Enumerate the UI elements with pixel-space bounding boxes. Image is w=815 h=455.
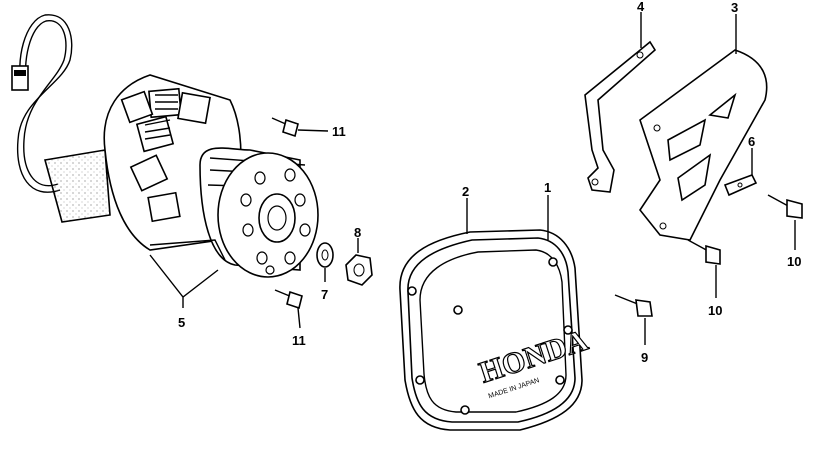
wire-harness [16, 14, 73, 193]
bolt-10-right [767, 194, 803, 250]
bolt-10-lower [687, 239, 721, 298]
callout-7: 7 [321, 287, 328, 302]
callout-8: 8 [354, 225, 361, 240]
callout-11-bottom: 11 [292, 333, 306, 348]
plate-6 [723, 148, 758, 197]
callout-10-right: 10 [787, 254, 801, 269]
washer-7 [316, 242, 334, 282]
wire-grommet [43, 149, 111, 223]
callout-2: 2 [462, 184, 469, 199]
nut-8 [345, 238, 373, 286]
sprocket-guard-3 [639, 14, 768, 241]
crankcase-cover: HONDA MADE IN JAPAN [399, 229, 593, 431]
bolt-9 [614, 294, 653, 345]
callout-1: 1 [544, 180, 551, 195]
callout-10-lower: 10 [708, 303, 722, 318]
stator-coils [120, 87, 211, 223]
callout-9: 9 [641, 350, 648, 365]
leader-5 [149, 254, 219, 308]
callout-6: 6 [748, 134, 755, 149]
flywheel-holes [240, 168, 311, 275]
bolt-11-top [271, 117, 329, 138]
callout-4: 4 [637, 0, 645, 14]
callout-11-top: 11 [332, 124, 346, 139]
bracket-4 [584, 12, 657, 193]
wire-connector [11, 65, 29, 91]
flywheel [199, 147, 319, 278]
callout-5: 5 [178, 315, 185, 330]
stator-flywheel-assembly [11, 14, 319, 278]
callout-3: 3 [731, 0, 738, 15]
bolt-11-bottom [274, 289, 303, 329]
